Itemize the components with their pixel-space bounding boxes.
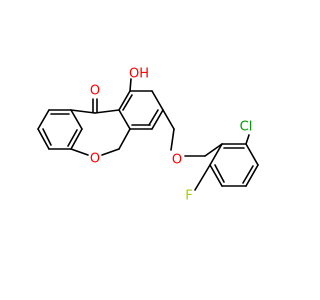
hydroxyl-label: OH	[129, 67, 149, 82]
bond	[37, 128, 50, 150]
bond	[70, 109, 83, 130]
bond	[204, 143, 223, 157]
bond	[118, 128, 131, 150]
bond	[209, 164, 223, 187]
bond	[162, 109, 175, 130]
bond	[70, 128, 83, 150]
bond	[209, 143, 223, 166]
bond	[70, 148, 89, 156]
chlorine-label: Cl	[240, 120, 253, 135]
bond	[42, 128, 52, 146]
bond	[151, 90, 164, 111]
bond	[94, 109, 120, 114]
bond	[101, 148, 120, 156]
atom-labels: O OH O O Cl F	[90, 67, 252, 204]
bond	[118, 90, 131, 111]
bond	[118, 109, 131, 130]
bond	[70, 109, 96, 114]
fluorine-label: F	[185, 189, 192, 204]
bond	[129, 78, 132, 92]
structure-canvas: O OH O O Cl F	[37, 67, 259, 204]
bond	[122, 94, 133, 111]
bonds	[37, 78, 259, 191]
bond	[148, 109, 159, 126]
bond	[245, 143, 259, 166]
ether-oxygen-label: O	[172, 153, 182, 168]
bond	[151, 109, 164, 130]
bond	[67, 129, 78, 147]
bond	[245, 134, 250, 145]
bond	[242, 165, 254, 184]
bond	[245, 164, 259, 187]
bond	[214, 164, 225, 183]
molecule-drawing: O OH O O Cl F	[37, 67, 259, 204]
bond	[194, 164, 211, 191]
bond	[37, 109, 50, 130]
bond	[170, 128, 175, 151]
ring-oxygen-label: O	[90, 152, 100, 167]
carbonyl-oxygen-label: O	[90, 84, 100, 99]
